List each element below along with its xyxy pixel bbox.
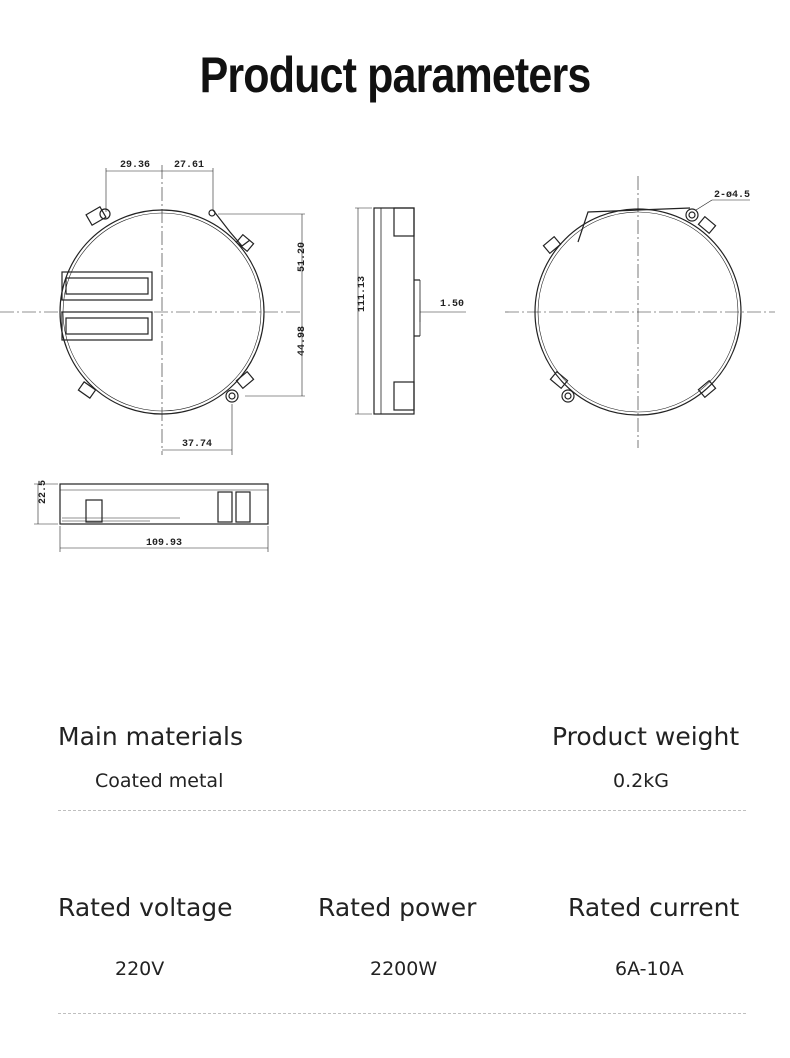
main-materials-label: Main materials xyxy=(58,722,243,751)
dim-label: 44.98 xyxy=(297,326,308,356)
dim-label: 2-ø4.5 xyxy=(714,190,750,201)
back-view xyxy=(505,176,775,448)
dim-label: 111.13 xyxy=(357,276,368,312)
product-weight-label: Product weight xyxy=(552,722,740,751)
rated-voltage-label: Rated voltage xyxy=(58,893,233,922)
front-view xyxy=(0,165,305,455)
divider xyxy=(58,810,746,811)
side-view xyxy=(355,207,466,415)
dim-label: 109.93 xyxy=(146,538,182,549)
rated-current-label: Rated current xyxy=(568,893,740,922)
rated-current-value: 6A-10A xyxy=(615,958,684,980)
divider xyxy=(58,1013,746,1014)
product-weight-value: 0.2kG xyxy=(613,770,669,792)
rated-voltage-value: 220V xyxy=(115,958,165,980)
dim-label: 22.5 xyxy=(38,480,49,504)
rated-power-value: 2200W xyxy=(370,958,438,980)
dim-label: 1.50 xyxy=(440,299,464,310)
page-title: Product parameters xyxy=(199,47,592,103)
dim-label: 37.74 xyxy=(182,439,212,450)
rated-power-label: Rated power xyxy=(318,893,477,922)
dim-label: 29.36 xyxy=(120,160,150,171)
main-materials-value: Coated metal xyxy=(95,770,224,792)
technical-drawing: 29.36 27.61 51.20 44.98 37.74 111.13 1.5… xyxy=(0,160,775,552)
dim-label: 27.61 xyxy=(174,160,204,171)
bottom-view xyxy=(34,483,269,552)
dim-label: 51.20 xyxy=(297,242,308,272)
